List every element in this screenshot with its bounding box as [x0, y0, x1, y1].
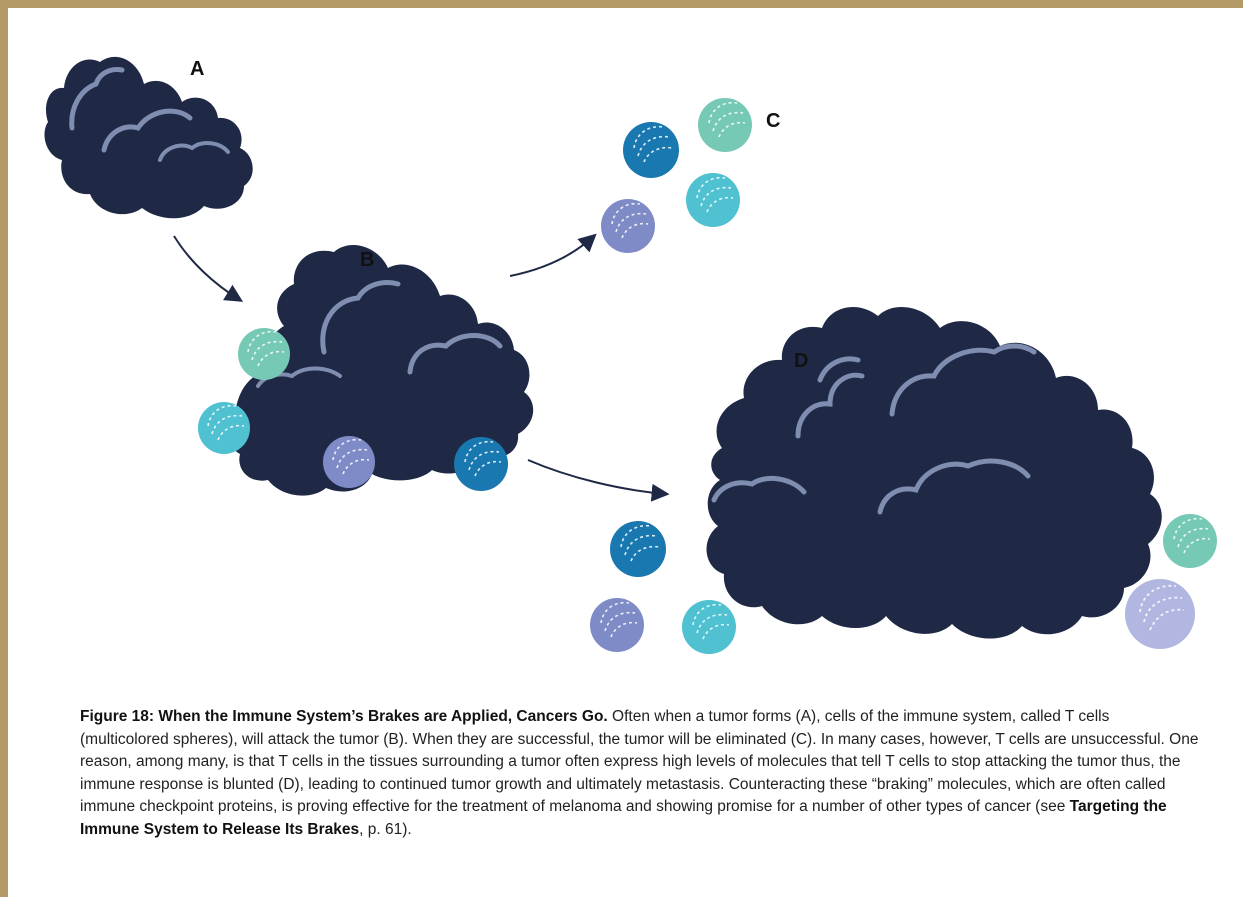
tcell-c-blue: [623, 122, 679, 178]
tcell-c-mint: [698, 98, 752, 152]
arrow-a-to-b: [173, 235, 244, 302]
label-b: B: [360, 249, 374, 271]
tumor-immune-diagram: A B C: [44, 56, 1217, 654]
tcell-d-teal: [682, 600, 736, 654]
label-c: C: [766, 110, 780, 132]
caption-body: Often when a tumor forms (A), cells of t…: [80, 708, 1199, 815]
arrow-b-to-d: [527, 459, 670, 502]
caption-figure-title: Figure 18: When the Immune System’s Brak…: [80, 708, 608, 725]
tcell-b-teal: [198, 402, 250, 454]
tumor-a: A: [44, 56, 253, 219]
frame-left-border: [0, 0, 8, 897]
caption-reference-title: Targeting the Immune System to Release I…: [80, 798, 1167, 838]
tcell-c-teal: [686, 173, 740, 227]
tcell-d-purple: [590, 598, 644, 652]
tcell-b-blue: [454, 437, 508, 491]
label-d: D: [794, 350, 808, 372]
tcell-d-lavender: [1125, 579, 1195, 649]
tumor-d: D: [706, 306, 1162, 639]
arrow-b-to-c: [509, 233, 597, 277]
tcell-d-blue: [610, 521, 666, 577]
tcell-b-mint: [238, 328, 290, 380]
tcell-d-mint: [1163, 514, 1217, 568]
frame-top-border: [0, 0, 1243, 8]
figure-caption: Figure 18: When the Immune System’s Brak…: [80, 706, 1200, 841]
label-a: A: [190, 58, 204, 80]
caption-reference-tail: , p. 61).: [359, 820, 412, 838]
tcell-c-purple: [601, 199, 655, 253]
tcell-b-purple: [323, 436, 375, 488]
